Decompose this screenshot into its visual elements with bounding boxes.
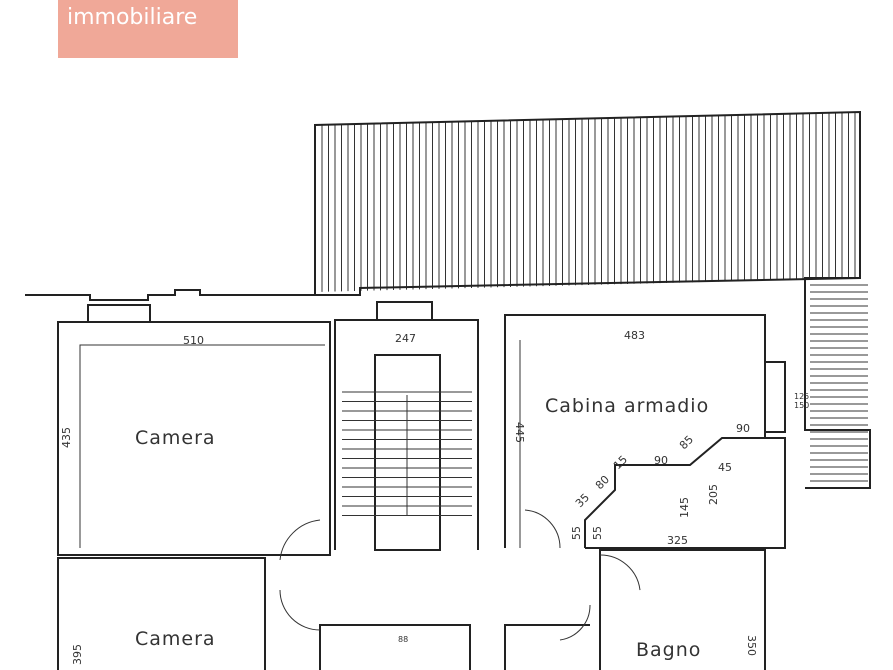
- dimension-label: 510: [183, 334, 204, 347]
- doors: [279, 395, 641, 641]
- room-label-camera: Camera: [135, 628, 216, 650]
- walls: [25, 110, 871, 670]
- dimension-label: 88: [398, 635, 408, 644]
- dimension-label: 445: [513, 422, 526, 443]
- room-label-cabina-armadio: Cabina armadio: [545, 395, 709, 417]
- dimension-label: 247: [395, 332, 416, 345]
- dimension-label: 85: [677, 433, 696, 452]
- dimension-label: 395: [71, 644, 84, 665]
- dimension-label: 435: [60, 427, 73, 448]
- room-label-bagno: Bagno: [636, 639, 701, 661]
- dimension-label: 150: [794, 401, 809, 410]
- dimension-label: 80: [593, 473, 612, 492]
- dimension-label: 90: [654, 454, 668, 467]
- dimension-label: 55: [591, 526, 604, 540]
- logo-subtitle: immobiliare: [67, 5, 198, 30]
- dimension-label: 15: [611, 453, 630, 472]
- dimension-label: 45: [718, 461, 732, 474]
- dimension-label: 35: [573, 491, 592, 510]
- dimension-label: 325: [667, 534, 688, 547]
- roof-hatch: [321, 112, 868, 482]
- dimension-label: 90: [736, 422, 750, 435]
- dimension-label: 350: [745, 635, 758, 656]
- dimension-label: 145: [678, 497, 691, 518]
- dimension-label: 125: [794, 392, 809, 401]
- dimension-label: 205: [707, 484, 720, 505]
- agency-logo: immobiliare: [58, 0, 238, 58]
- dimension-label: 483: [624, 329, 645, 342]
- dimension-label: 55: [570, 526, 583, 540]
- room-label-camera: Camera: [135, 427, 216, 449]
